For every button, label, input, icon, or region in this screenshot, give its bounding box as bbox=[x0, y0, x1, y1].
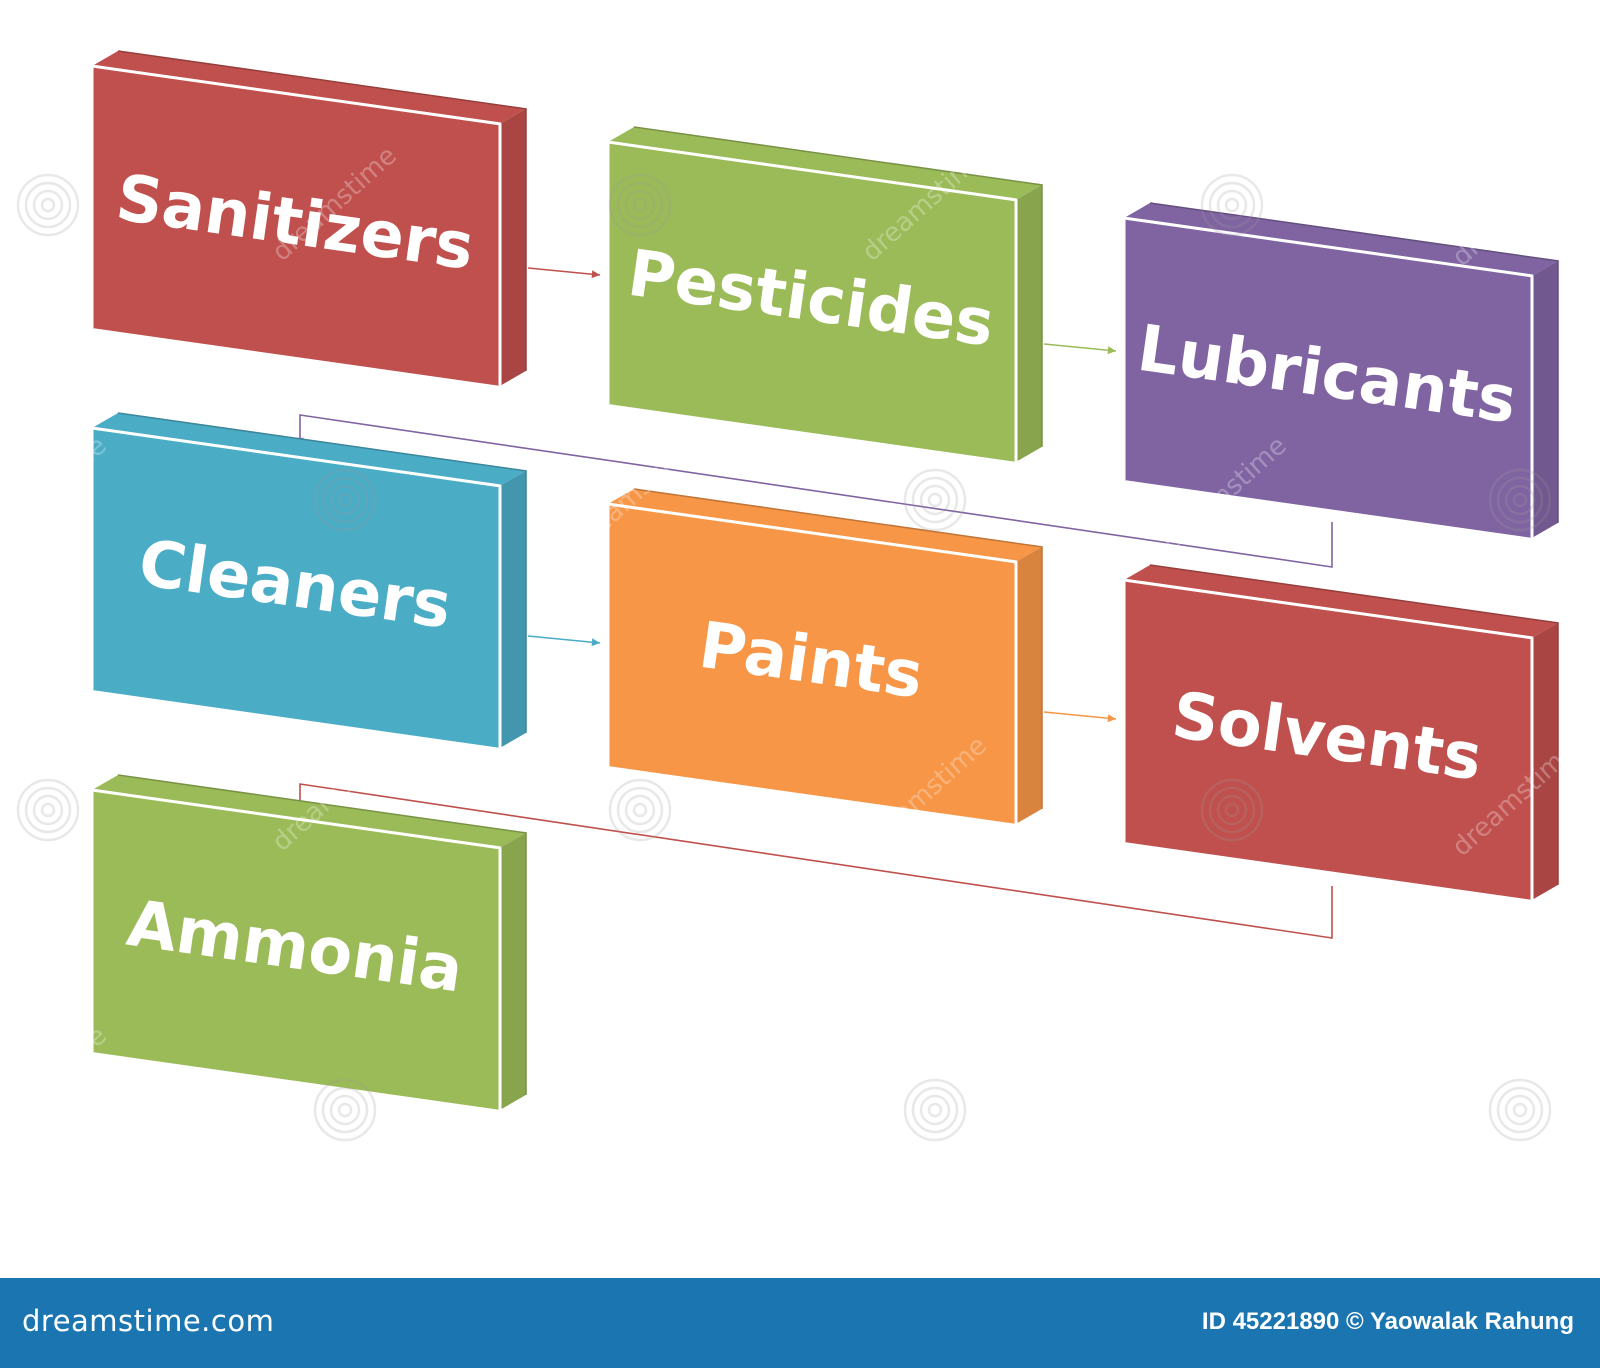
box-sanitizers: Sanitizers bbox=[90, 50, 527, 386]
box-top-face bbox=[92, 51, 526, 124]
box-side-face bbox=[1532, 622, 1558, 900]
box-top-face bbox=[1124, 203, 1558, 276]
watermark-text: dreamstime bbox=[0, 1021, 113, 1148]
footer-site-name: dreamstime.com bbox=[22, 1304, 275, 1338]
box-edge-highlight bbox=[90, 788, 502, 1110]
box-back-edge bbox=[633, 126, 1043, 447]
footer-bar: dreamstime.com ID 45221890 © Yaowalak Ra… bbox=[0, 1278, 1600, 1368]
box-back-edge bbox=[1149, 202, 1559, 523]
box-top-face bbox=[608, 489, 1042, 562]
box-cleaners: Cleaners bbox=[90, 412, 527, 748]
watermark-spiral-icon bbox=[1488, 1078, 1552, 1142]
box-ammonia: Ammonia bbox=[90, 774, 527, 1110]
box-side-face bbox=[500, 832, 526, 1110]
box-front-face bbox=[608, 142, 1016, 462]
box-back-edge bbox=[117, 412, 527, 733]
box-back-edge bbox=[117, 774, 527, 1095]
watermark-spiral-icon bbox=[608, 778, 672, 842]
watermark-text: dreamstime bbox=[1157, 1021, 1293, 1148]
box-front-face bbox=[92, 790, 500, 1110]
box-side-face bbox=[1016, 546, 1042, 824]
box-side-face bbox=[500, 108, 526, 386]
box-side-face bbox=[1016, 184, 1042, 462]
flow-diagram: SanitizersPesticidesLubricantsCleanersPa… bbox=[0, 50, 1583, 1148]
box-back-edge bbox=[1149, 564, 1559, 885]
watermark-spiral-icon bbox=[16, 173, 80, 237]
connector-pesticides-to-lubricants bbox=[1043, 343, 1117, 355]
box-back-edge bbox=[117, 50, 527, 371]
watermark-spiral-icon bbox=[903, 468, 967, 532]
arrowhead-icon bbox=[1107, 346, 1116, 355]
box-front-face bbox=[92, 66, 500, 386]
watermark-spiral-icon bbox=[903, 1078, 967, 1142]
watermark-spiral-icon bbox=[1200, 778, 1264, 842]
connector-sanitizers-to-pesticides bbox=[527, 267, 601, 279]
box-side-face bbox=[500, 470, 526, 748]
connector-line bbox=[299, 783, 1333, 939]
box-front-face bbox=[1124, 580, 1532, 900]
box-back-edge bbox=[633, 488, 1043, 809]
box-edge-highlight bbox=[90, 64, 502, 386]
box-side-face bbox=[1532, 260, 1558, 538]
box-top-face bbox=[92, 775, 526, 848]
connector-line bbox=[527, 635, 601, 644]
connector-line bbox=[1043, 711, 1117, 720]
box-edge-highlight bbox=[606, 502, 1018, 824]
watermark-text: dreamstime bbox=[1447, 146, 1583, 273]
connector-line bbox=[1043, 343, 1117, 352]
box-edge-highlight bbox=[1122, 216, 1534, 538]
watermark-spiral-icon bbox=[1200, 173, 1264, 237]
box-pesticides: Pesticides bbox=[606, 126, 1043, 462]
box-top-face bbox=[608, 127, 1042, 200]
boxes: SanitizersPesticidesLubricantsCleanersPa… bbox=[90, 50, 1559, 1110]
watermark-spiral-icon bbox=[1488, 468, 1552, 532]
arrowhead-icon bbox=[1107, 714, 1116, 723]
box-top-face bbox=[1124, 565, 1558, 638]
connector-line bbox=[527, 267, 601, 276]
watermark-spiral-icon bbox=[608, 173, 672, 237]
box-front-face bbox=[608, 504, 1016, 824]
box-edge-highlight bbox=[90, 426, 502, 748]
box-front-face bbox=[1124, 218, 1532, 538]
connector-line bbox=[299, 414, 1333, 568]
watermark-spiral-icon bbox=[16, 778, 80, 842]
box-lubricants: Lubricants bbox=[1122, 202, 1559, 538]
box-front-face bbox=[92, 428, 500, 748]
watermark-text: dreamstime bbox=[567, 1021, 703, 1148]
box-paints: Paints bbox=[606, 488, 1043, 824]
arrowhead-icon bbox=[591, 270, 600, 279]
box-edge-highlight bbox=[606, 140, 1018, 462]
connector-cleaners-to-paints bbox=[527, 635, 601, 647]
connector-paints-to-solvents bbox=[1043, 711, 1117, 723]
box-edge-highlight bbox=[1122, 578, 1534, 900]
footer-image-credit: ID 45221890 © Yaowalak Rahung bbox=[1201, 1308, 1574, 1335]
box-top-face bbox=[92, 413, 526, 486]
watermark-spiral-icon bbox=[313, 468, 377, 532]
arrowhead-icon bbox=[591, 638, 600, 647]
box-solvents: Solvents bbox=[1122, 564, 1559, 900]
watermark-spiral-icon bbox=[313, 1078, 377, 1142]
